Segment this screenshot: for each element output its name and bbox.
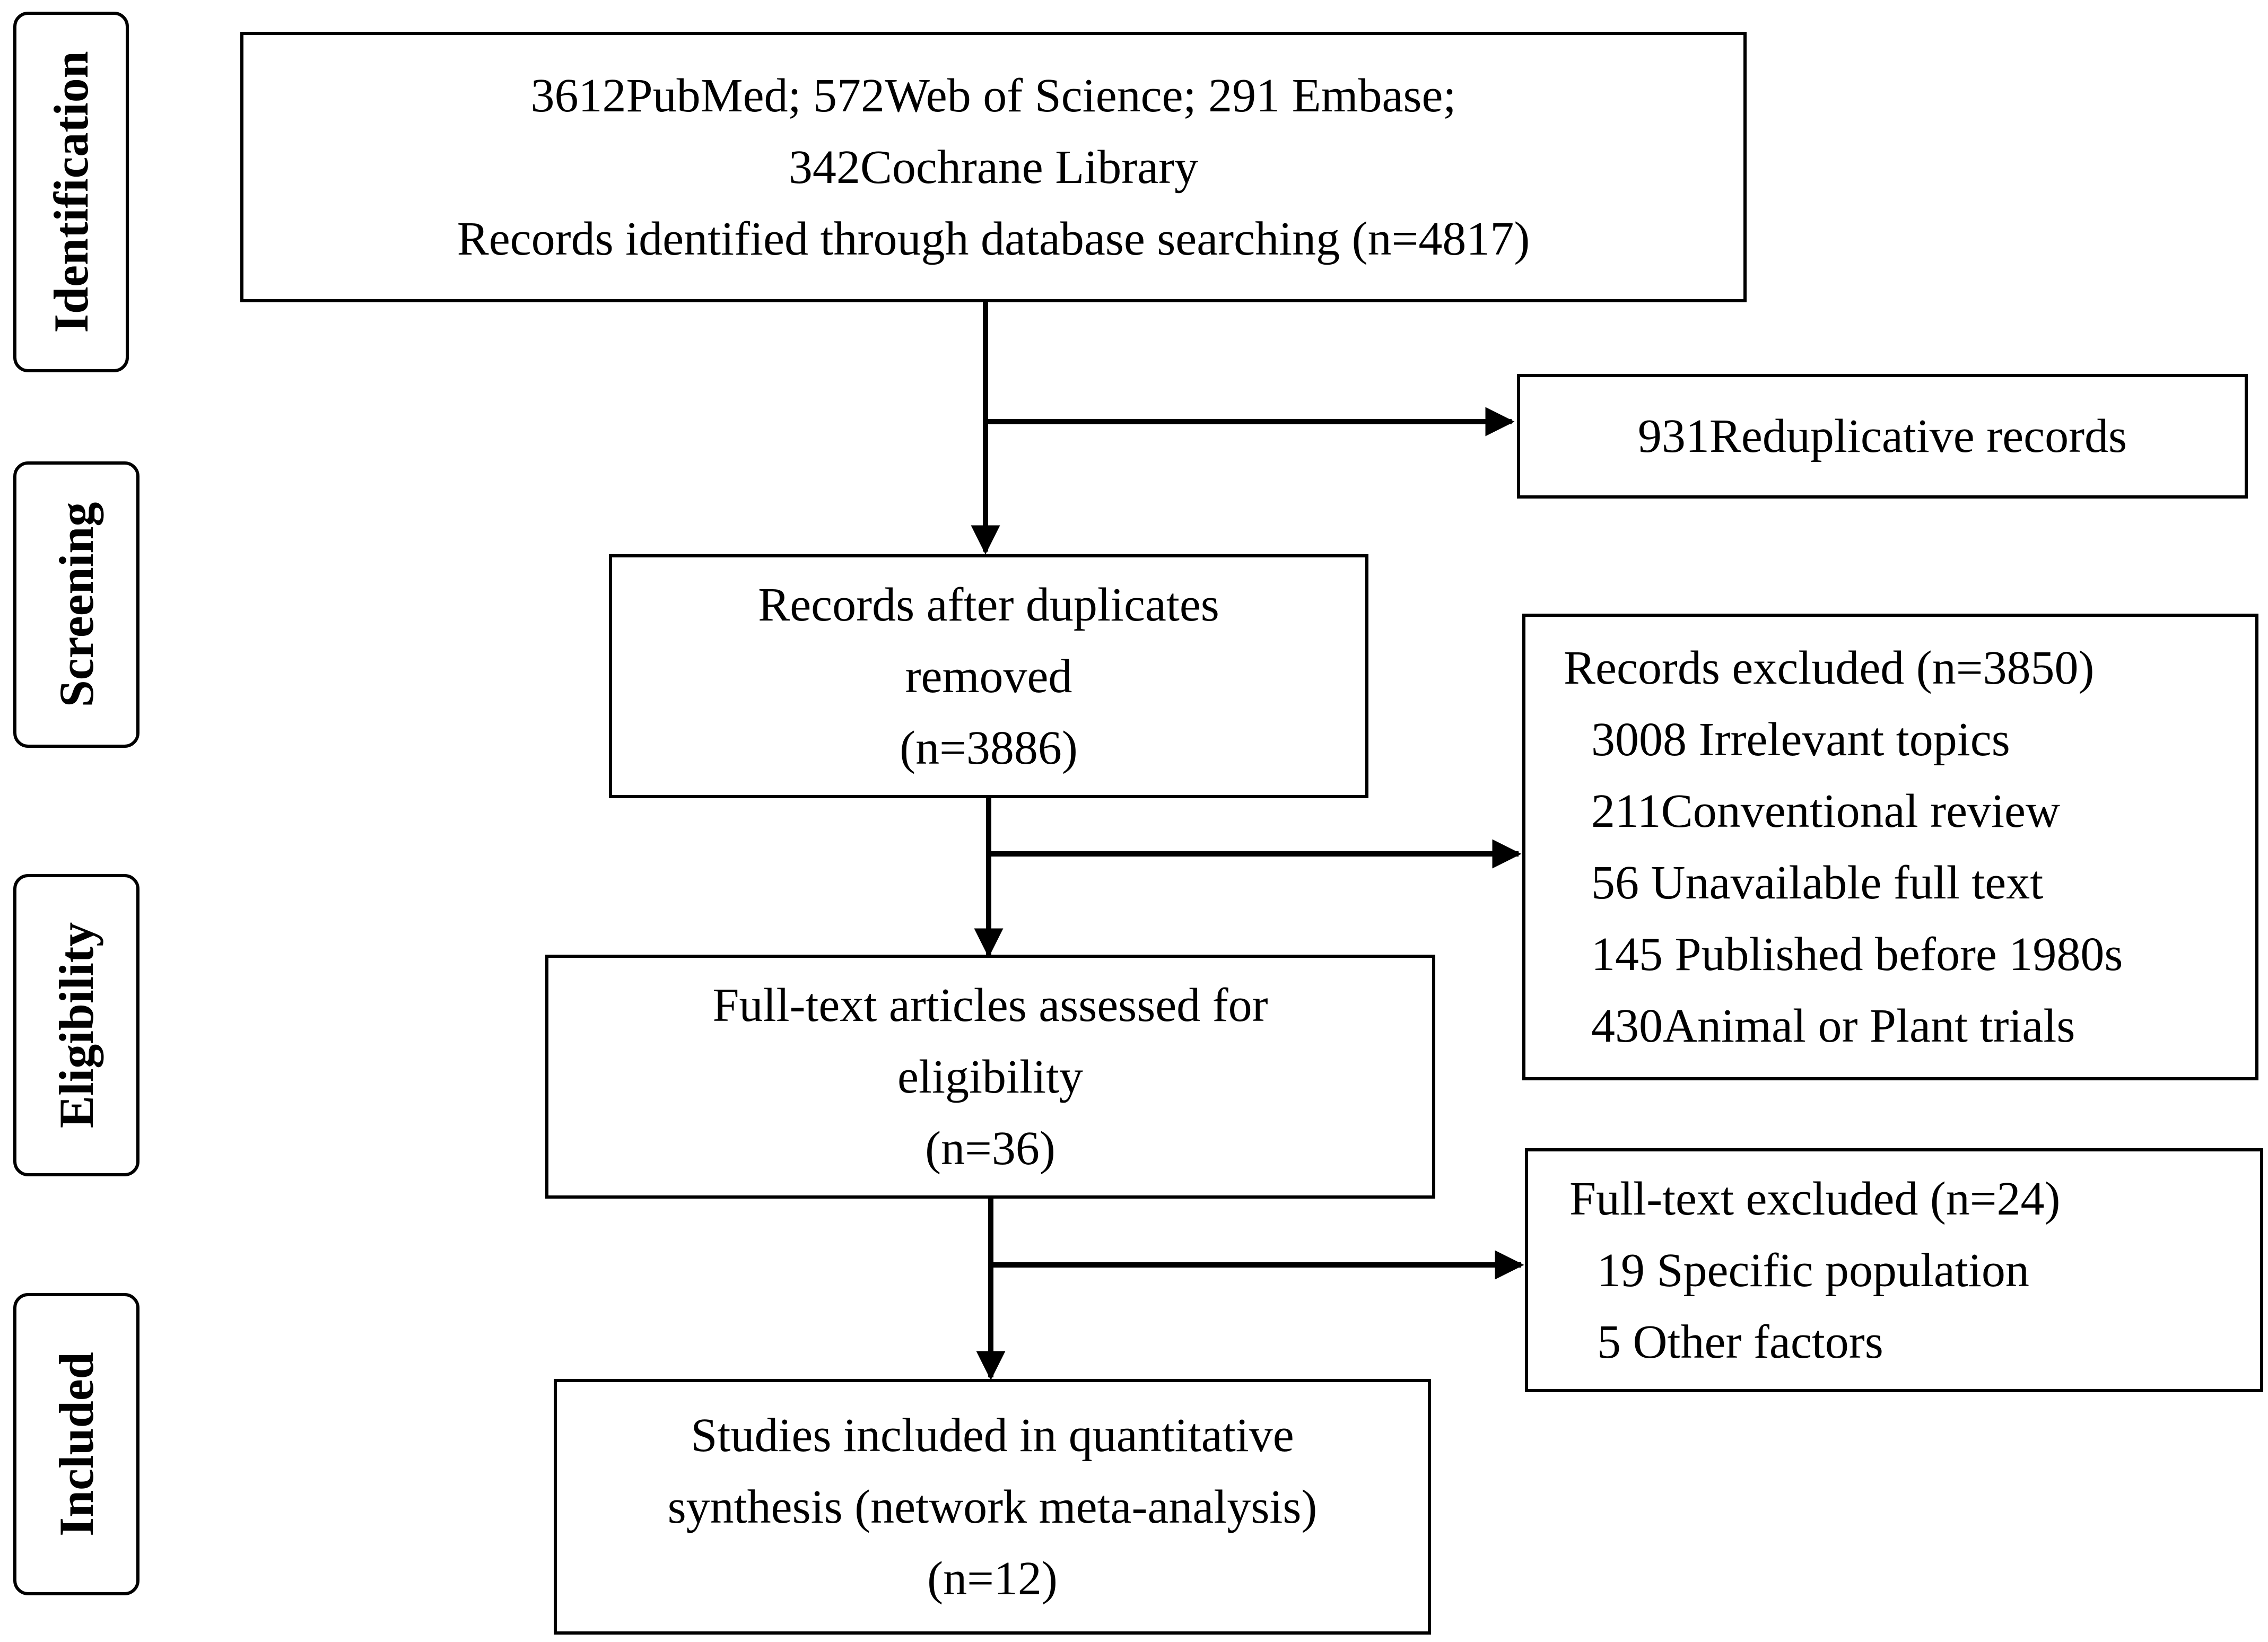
records-excluded-box: Records excluded (n=3850) 3008 Irrelevan… — [1522, 614, 2258, 1080]
screened-box: Records after duplicates removed (n=3886… — [609, 554, 1368, 798]
included-box: Studies included in quantitative synthes… — [554, 1379, 1431, 1635]
screened-line-2: removed — [905, 650, 1072, 703]
stage-screening: Screening — [13, 461, 139, 748]
records-excluded-item: 145 Published before 1980s — [1591, 928, 2123, 981]
included-line-2: synthesis (network meta-analysis) — [667, 1480, 1318, 1533]
fulltext-box: Full-text articles assessed for eligibil… — [545, 955, 1435, 1199]
records-excluded-item: 3008 Irrelevant topics — [1591, 713, 2010, 766]
records-excluded-item: 56 Unavailable full text — [1591, 857, 2044, 909]
records-excluded-header: Records excluded (n=3850) — [1564, 642, 2095, 694]
fulltext-line-3: (n=36) — [925, 1122, 1056, 1175]
fulltext-excluded-box: Full-text excluded (n=24) 19 Specific po… — [1525, 1148, 2263, 1392]
included-line-1: Studies included in quantitative — [691, 1409, 1294, 1462]
stage-included: Included — [13, 1293, 139, 1595]
identification-line-3: Records identified through database sear… — [457, 212, 1530, 265]
fulltext-excluded-item: 19 Specific population — [1597, 1244, 2029, 1297]
identification-line-1: 3612PubMed; 572Web of Science; 291 Embas… — [530, 69, 1456, 122]
identification-line-2: 342Cochrane Library — [788, 141, 1199, 194]
fulltext-line-1: Full-text articles assessed for — [712, 979, 1268, 1032]
fulltext-line-2: eligibility — [897, 1050, 1083, 1103]
identification-box: 3612PubMed; 572Web of Science; 291 Embas… — [240, 32, 1747, 302]
stage-identification: Identification — [13, 12, 129, 372]
duplicates-box: 931Reduplicative records — [1517, 374, 2248, 499]
fulltext-excluded-item: 5 Other factors — [1597, 1315, 1883, 1368]
records-excluded-item: 430Animal or Plant trials — [1591, 1000, 2075, 1052]
screened-line-1: Records after duplicates — [758, 578, 1219, 631]
screened-line-3: (n=3886) — [900, 721, 1078, 774]
included-line-3: (n=12) — [927, 1552, 1058, 1605]
stage-eligibility: Eligibility — [13, 874, 139, 1176]
fulltext-excluded-header: Full-text excluded (n=24) — [1569, 1172, 2061, 1225]
duplicates-text: 931Reduplicative records — [1637, 410, 2127, 462]
records-excluded-item: 211Conventional review — [1591, 785, 2060, 837]
